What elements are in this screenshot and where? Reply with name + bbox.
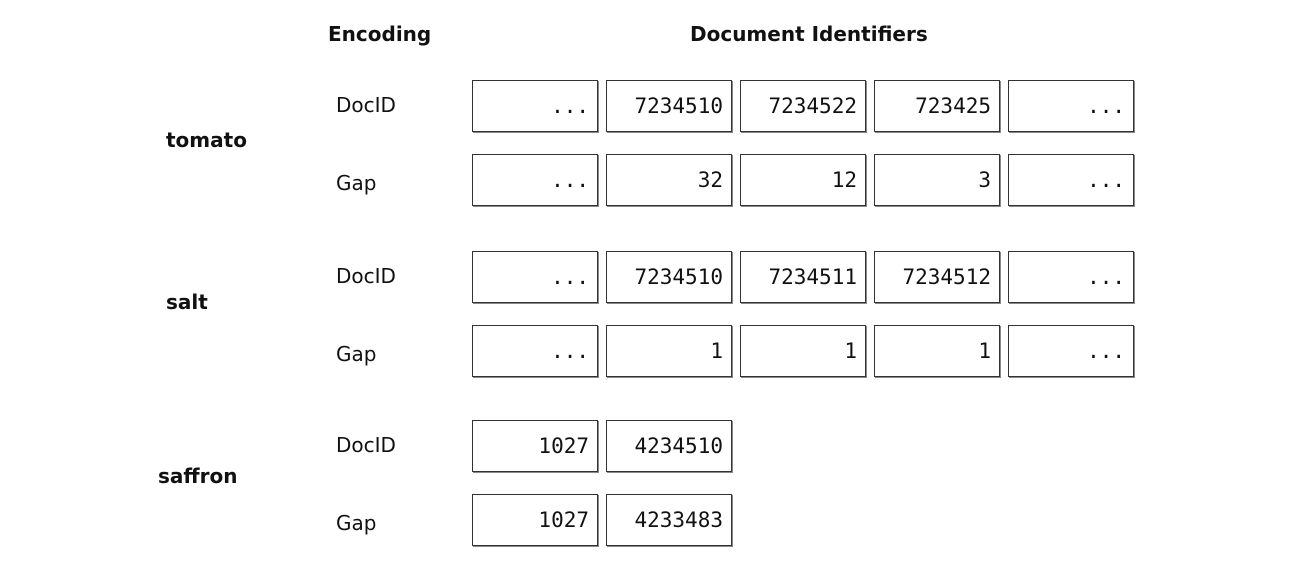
docid-cell: 7234522 xyxy=(740,80,866,132)
docid-cell: 1027 xyxy=(472,420,598,472)
docid-cell: 7234512 xyxy=(874,251,1000,303)
gap-cell: ... xyxy=(1008,325,1134,377)
docid-cell: ... xyxy=(1008,80,1134,132)
encoding-header: Encoding xyxy=(328,22,432,46)
gap-cell: 1 xyxy=(874,325,1000,377)
docid-cell: ... xyxy=(472,80,598,132)
gap-row: ... 32 12 3 ... xyxy=(472,154,1134,208)
docid-cell: 4234510 xyxy=(606,420,732,472)
encoding-label-docid: DocID xyxy=(336,93,396,117)
docid-row: 1027 4234510 xyxy=(472,420,732,474)
gap-cell: ... xyxy=(472,325,598,377)
docid-cell: 7234510 xyxy=(606,80,732,132)
encoding-label-gap: Gap xyxy=(336,171,377,195)
docid-cell: ... xyxy=(1008,251,1134,303)
encoding-label-gap: Gap xyxy=(336,511,377,535)
encoding-label-gap: Gap xyxy=(336,342,377,366)
docid-cell: 7234511 xyxy=(740,251,866,303)
gap-row: 1027 4233483 xyxy=(472,494,732,548)
encoding-label-docid: DocID xyxy=(336,264,396,288)
docid-row: ... 7234510 7234522 723425 ... xyxy=(472,80,1134,134)
gap-cell: ... xyxy=(1008,154,1134,206)
docid-cell: ... xyxy=(472,251,598,303)
gap-cell: 3 xyxy=(874,154,1000,206)
docid-row: ... 7234510 7234511 7234512 ... xyxy=(472,251,1134,305)
term-salt-label: salt xyxy=(166,290,208,314)
term-saffron-label: saffron xyxy=(158,464,238,488)
docid-cell: 7234510 xyxy=(606,251,732,303)
docid-cell: 723425 xyxy=(874,80,1000,132)
gap-cell: ... xyxy=(472,154,598,206)
document-identifiers-header: Document Identifiers xyxy=(690,22,928,46)
gap-cell: 32 xyxy=(606,154,732,206)
term-tomato-label: tomato xyxy=(166,128,247,152)
gap-cell: 1027 xyxy=(472,494,598,546)
gap-cell: 4233483 xyxy=(606,494,732,546)
gap-cell: 1 xyxy=(606,325,732,377)
gap-row: ... 1 1 1 ... xyxy=(472,325,1134,379)
encoding-label-docid: DocID xyxy=(336,433,396,457)
gap-cell: 12 xyxy=(740,154,866,206)
gap-cell: 1 xyxy=(740,325,866,377)
